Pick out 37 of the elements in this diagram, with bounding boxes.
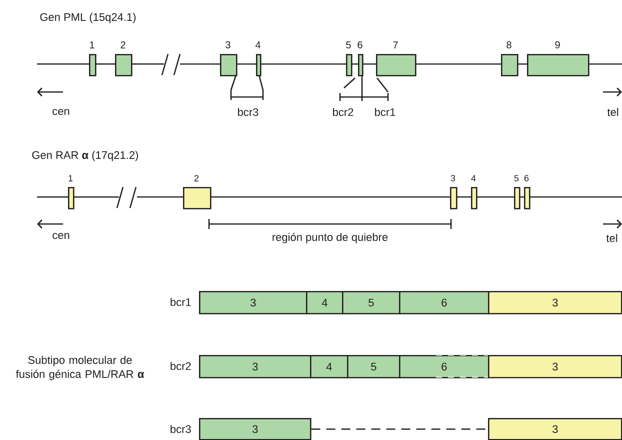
exon-number: 6 — [358, 41, 362, 48]
exon-cell: 6 — [399, 354, 490, 378]
exon-cell: 4 — [310, 355, 348, 378]
exon-number: 6 — [524, 174, 529, 182]
bracket-label: bcr3 — [238, 108, 258, 116]
exon-number: 2 — [120, 41, 126, 48]
gene-title: Gen PML (15q24.1) — [40, 12, 136, 24]
exon-cell: 4 — [306, 291, 344, 314]
exon-number: 5 — [514, 175, 519, 182]
direction-label: cen — [52, 109, 70, 116]
direction-label: cen — [52, 233, 70, 240]
exon-number: 3 — [226, 41, 230, 48]
exon-number: 5 — [346, 41, 351, 48]
region-label: región punto de quiebre — [272, 232, 388, 244]
gene-title: Gen RAR α (17q21.2) — [32, 150, 138, 162]
direction-label: tel — [607, 108, 618, 116]
exon-number: 1 — [68, 175, 73, 182]
exon-number: 2 — [194, 175, 199, 182]
exon-cell: 5 — [347, 355, 400, 378]
direction-label: tel — [606, 234, 618, 242]
exon-number: 9 — [555, 41, 560, 48]
dashed-line — [311, 428, 488, 430]
exon-number: 4 — [255, 41, 260, 48]
exon-cell: 6 — [399, 291, 490, 314]
exon-cell: 3 — [488, 355, 622, 378]
exon-cell: 3 — [488, 291, 622, 314]
exon-number: 4 — [471, 175, 476, 182]
exon-number: 7 — [393, 41, 398, 48]
exon-cell: 3 — [488, 418, 622, 440]
bracket-label: bcr1 — [375, 108, 396, 116]
exon-cell: 5 — [342, 291, 400, 314]
exon-number: 8 — [506, 41, 512, 48]
bracket-label: bcr2 — [333, 108, 354, 116]
exon-cell: 3 — [199, 418, 312, 440]
exon-number: 3 — [450, 174, 456, 182]
side-label: Subtipo molecular de fusión génica PML/RAR α — [16, 356, 144, 380]
exon-number: 1 — [90, 41, 94, 48]
